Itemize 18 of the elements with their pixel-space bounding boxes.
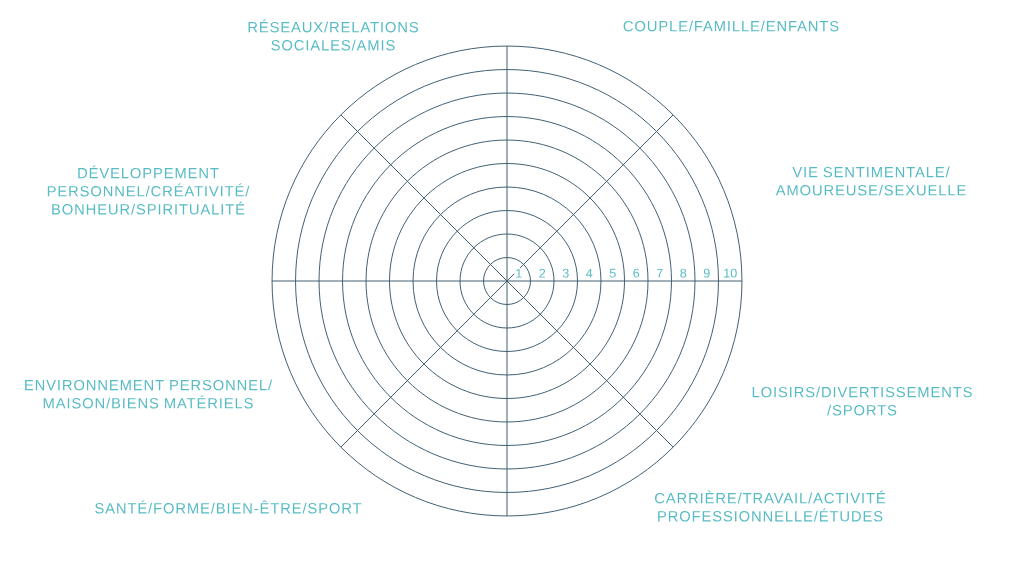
- scale-number: 5: [608, 267, 618, 279]
- scale-number: 4: [584, 267, 594, 279]
- scale-number: 8: [678, 267, 688, 279]
- category-label: CARRIÈRE/TRAVAIL/ACTIVITÉ PROFESSIONNELLE/ÉTUDES: [655, 490, 886, 522]
- scale-number: 1: [514, 267, 524, 279]
- category-label: DÉVELOPPEMENT PERSONNEL/CRÉATIVITÉ/ BONHEUR/SPIRITUALITÉ: [47, 165, 250, 215]
- category-label: RÉSEAUX/RELATIONS SOCIALES/AMIS: [248, 19, 418, 51]
- category-label: COUPLE/FAMILLE/ENFANTS: [623, 20, 839, 32]
- category-label: LOISIRS/DIVERTISSEMENTS /SPORTS: [752, 386, 972, 416]
- scale-number: 6: [631, 267, 641, 279]
- scale-number: 9: [702, 267, 712, 279]
- scale-number: 2: [537, 267, 547, 279]
- category-label: SANTÉ/FORME/BIEN-ÊTRE/SPORT: [95, 500, 362, 514]
- scale-number: 3: [561, 267, 571, 279]
- category-label: ENVIRONNEMENT PERSONNEL/ MAISON/BIENS MATÉRIELS: [25, 379, 273, 409]
- scale-number: 7: [655, 267, 665, 279]
- category-label: VIE SENTIMENTALE/ AMOUREUSE/SEXUELLE: [775, 166, 966, 196]
- scale-number: 10: [722, 267, 739, 279]
